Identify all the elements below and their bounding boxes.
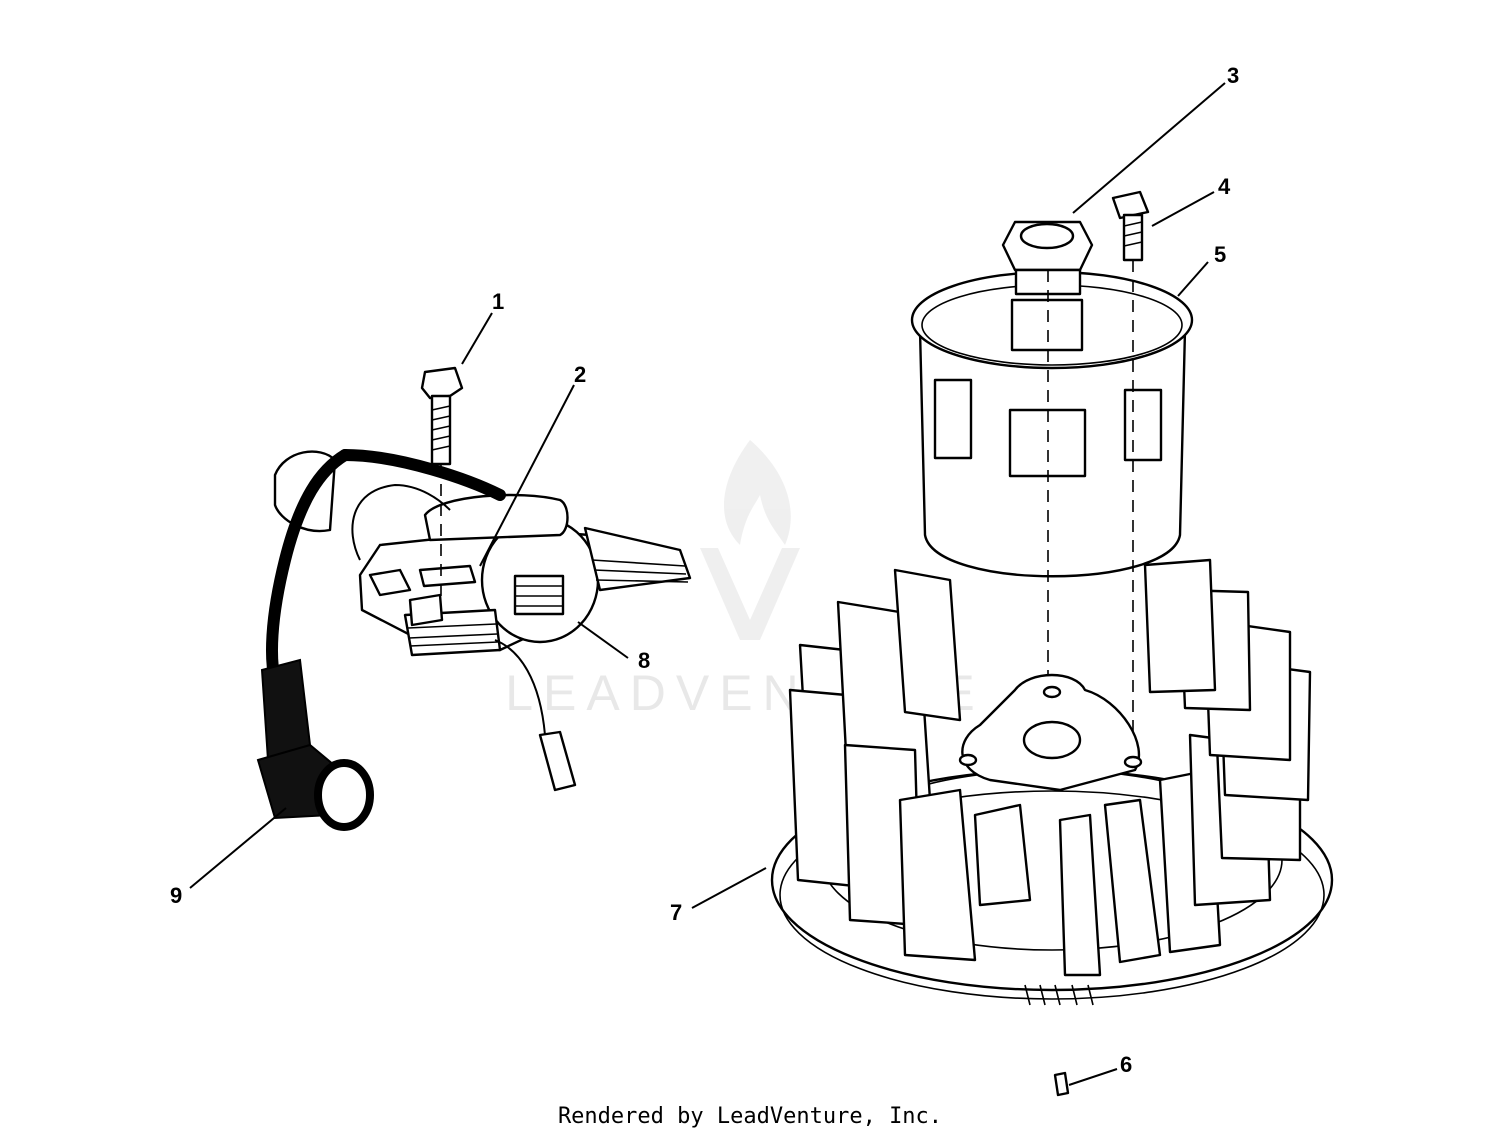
bolt-4 (1111, 190, 1150, 220)
flywheel (770, 558, 1334, 1006)
callout-2: 2 (574, 362, 586, 387)
bolt-1 (420, 366, 464, 400)
ignition-coil-assembly (256, 366, 692, 831)
callout-7: 7 (670, 900, 682, 925)
footer-credit: Rendered by LeadVenture, Inc. (557, 1104, 943, 1129)
callout-5: 5 (1214, 242, 1226, 267)
callout-6: 6 (1120, 1052, 1132, 1077)
callout-9: 9 (170, 883, 182, 908)
callout-8: 8 (638, 648, 650, 673)
callout-3: 3 (1227, 63, 1239, 88)
flywheel-key-6 (1053, 1071, 1070, 1097)
callout-1: 1 (492, 289, 504, 314)
leader-lines (189, 82, 1226, 1086)
flywheel-cup-assembly (910, 190, 1194, 770)
callout-4: 4 (1218, 174, 1231, 199)
callouts: 1 2 3 4 5 6 7 8 9 (170, 63, 1239, 1077)
